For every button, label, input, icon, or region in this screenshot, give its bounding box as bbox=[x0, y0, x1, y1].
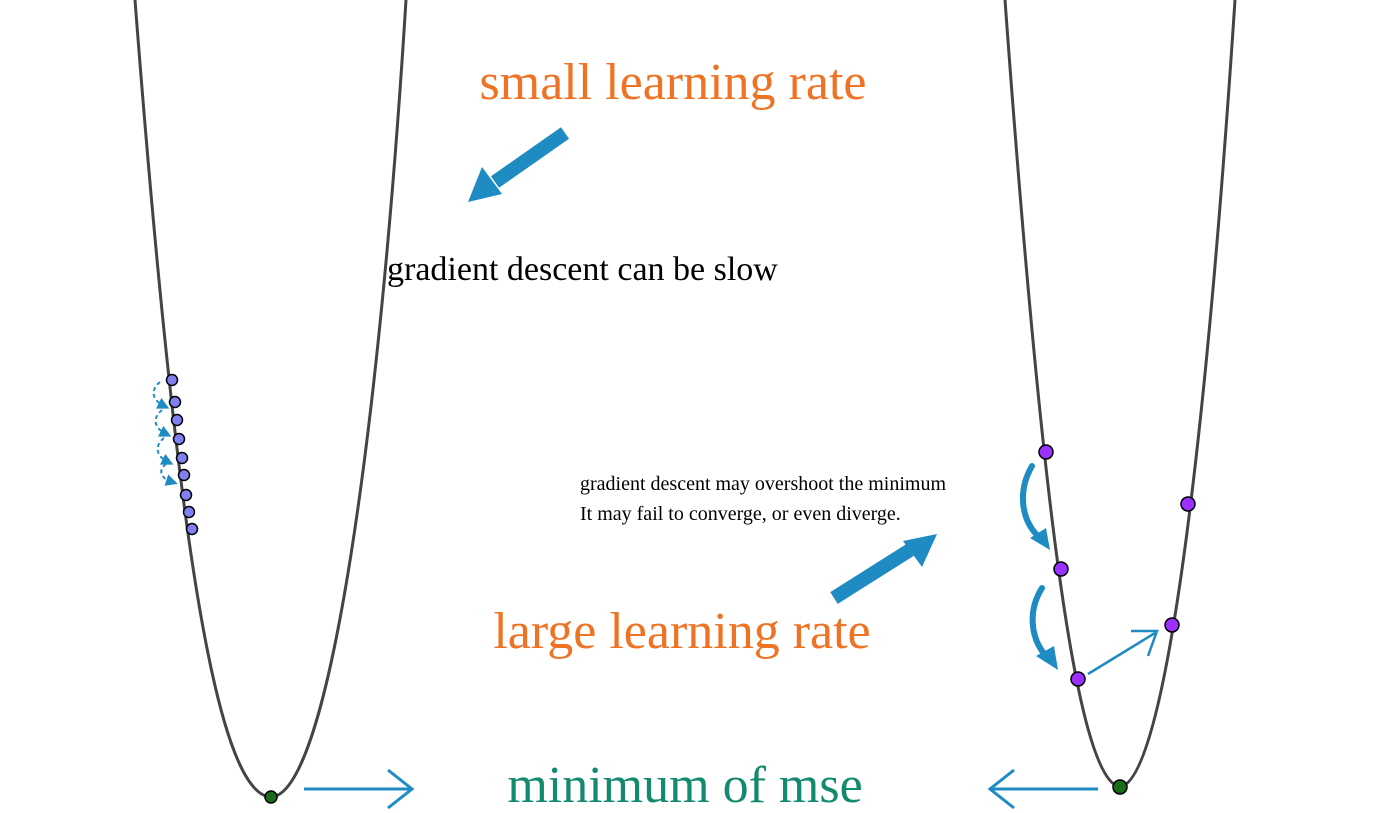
gd-step-point bbox=[170, 413, 184, 427]
arrow-right-icon bbox=[304, 768, 415, 810]
overshoot-label-line2: It may fail to converge, or even diverge… bbox=[580, 503, 901, 525]
gd-step-point bbox=[175, 451, 189, 465]
arrow-head bbox=[1030, 528, 1050, 550]
arrow-up-right-icon bbox=[1087, 631, 1156, 676]
small-lr-points bbox=[165, 373, 199, 536]
curved-arrow-icon bbox=[152, 381, 170, 409]
gd-step-point bbox=[1180, 496, 1196, 512]
gd-step-point bbox=[172, 432, 186, 446]
gd-step-point bbox=[182, 505, 196, 519]
arrow-left-icon bbox=[987, 768, 1098, 810]
right-loss-curve bbox=[1003, 0, 1237, 789]
gd-step-point bbox=[1038, 444, 1054, 460]
arrow-head bbox=[1036, 646, 1058, 670]
gd-step-point bbox=[1164, 617, 1180, 633]
large-lr-points bbox=[1038, 444, 1196, 687]
gd-step-point bbox=[177, 468, 191, 482]
right-minimum-point bbox=[1112, 779, 1128, 795]
slow-descent-label: gradient descent can be slow bbox=[387, 251, 778, 288]
curved-arrow-icon bbox=[1020, 463, 1043, 541]
gd-step-point bbox=[168, 395, 182, 409]
curved-arrow-icon bbox=[154, 409, 172, 437]
gd-step-point bbox=[165, 373, 179, 387]
left-minimum-point bbox=[264, 790, 278, 804]
gd-step-point bbox=[185, 522, 199, 536]
small-learning-rate-label: small learning rate bbox=[480, 54, 867, 111]
large-step-arrows bbox=[1020, 463, 1159, 676]
curved-arrow-icon bbox=[1029, 585, 1049, 659]
small-step-arrows bbox=[152, 381, 178, 486]
arrow-up-right-icon bbox=[830, 534, 937, 604]
arrow-down-left-icon bbox=[468, 127, 570, 202]
gd-step-point bbox=[1053, 561, 1069, 577]
gd-step-point bbox=[1070, 671, 1086, 687]
large-learning-rate-label: large learning rate bbox=[493, 603, 870, 660]
minimum-of-mse-label: minimum of mse bbox=[507, 757, 862, 813]
curved-arrow-icon bbox=[156, 437, 174, 465]
gd-step-point bbox=[179, 488, 193, 502]
curved-arrow-icon bbox=[160, 463, 178, 486]
overshoot-label-line1: gradient descent may overshoot the minim… bbox=[580, 473, 946, 495]
